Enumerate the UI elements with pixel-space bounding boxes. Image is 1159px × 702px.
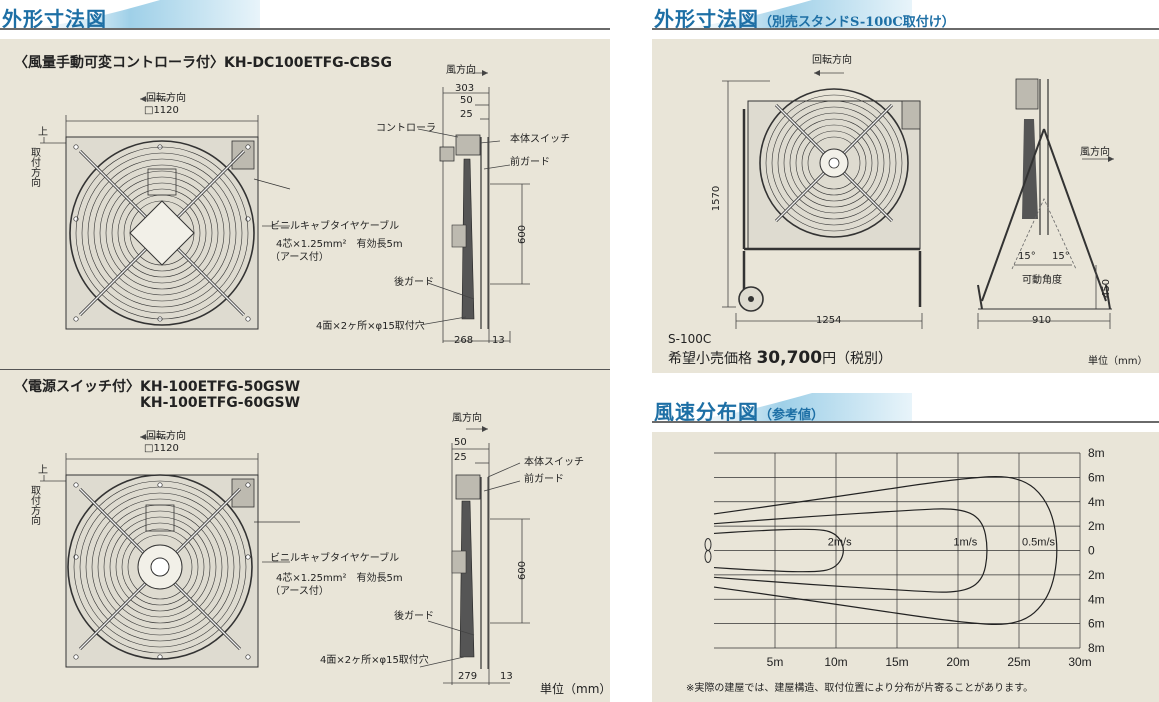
y-tick-label: 0 xyxy=(1088,544,1095,558)
s2-dim-279: 279 xyxy=(458,671,478,682)
s2-cable-spec: 4芯×1.25mm² 有効長5m xyxy=(276,573,403,584)
chart-note: ※実際の建屋では、建屋構造、取付位置により分布が片寄ることがあります。 xyxy=(686,683,1034,694)
y-tick-label: 8m xyxy=(1088,641,1105,655)
stand-width-dim: 1254 xyxy=(816,315,842,326)
cable-spec: 4芯×1.25mm² 有効長5m xyxy=(276,239,403,250)
section2-up-label: 上 xyxy=(38,465,48,476)
s2-dim-13: 13 xyxy=(500,671,513,682)
x-tick-label: 10m xyxy=(824,655,847,669)
cable-label: ビニルキャブタイヤケーブル xyxy=(270,221,400,232)
stand-angle-1: 15° xyxy=(1018,251,1036,262)
s2-dim-50: 50 xyxy=(454,437,467,448)
wind-distribution-chart: 8m 6m 4m 2m 0 2m 4m 6m 8m 5m 10m 15m 20m 25m 30m 2m/s 1m… xyxy=(704,446,1105,669)
series-label: 2m/s xyxy=(828,537,852,549)
stand-angle-2: 15° xyxy=(1052,251,1070,262)
stand-rotation-label: 回転方向 xyxy=(812,55,852,66)
stand-model: S-100C xyxy=(668,332,712,346)
right-bottom-header: 風速分布図（参考値） xyxy=(652,393,1159,424)
y-tick-label: 2m xyxy=(1088,568,1105,582)
section1-up-label: 上 xyxy=(38,127,48,138)
series-2-contour xyxy=(713,475,1058,626)
stand-height-dim: 1570 xyxy=(711,185,723,212)
holes-label: 4面×2ヶ所×φ15取付穴 xyxy=(316,321,425,332)
y-tick-label: 4m xyxy=(1088,592,1105,606)
y-tick-label: 6m xyxy=(1088,470,1105,484)
right-top-panel: 回転方向 1570 風方向 15° 15° 可動角度 450 1254 910 … xyxy=(652,39,1159,373)
s2-switch-label: 本体スイッチ xyxy=(524,457,584,468)
left-header-title: 外形寸法図 xyxy=(2,7,107,31)
header-swoosh xyxy=(652,0,912,30)
left-panel: 〈風量手動可変コントローラ付〉KH-DC100ETFG-CBSG xyxy=(0,39,612,702)
stand-angle-label: 可動角度 xyxy=(1022,275,1062,286)
stand-drawing xyxy=(722,70,1114,329)
x-tick-label: 25m xyxy=(1007,655,1030,669)
controller-label: コントローラ xyxy=(376,123,436,134)
series-0-contour xyxy=(713,528,844,573)
x-tick-label: 5m xyxy=(767,655,784,669)
s2-cable-label: ビニルキャブタイヤケーブル xyxy=(270,553,400,564)
s2-dim-25: 25 xyxy=(454,452,467,463)
switch-label: 本体スイッチ xyxy=(510,134,570,145)
dim-13: 13 xyxy=(492,335,505,346)
right-bottom-header-title: 風速分布図（参考値） xyxy=(654,400,825,424)
header-swoosh xyxy=(652,393,912,423)
dim-268: 268 xyxy=(454,335,474,346)
dim-50: 50 xyxy=(460,95,473,106)
section2-title-line2: KH-100ETFG-60GSW xyxy=(140,395,301,411)
section2-rotation-label: 回転方向 xyxy=(146,431,186,442)
section2-title-line1: 〈電源スイッチ付〉KH-100ETFG-50GSW xyxy=(14,379,301,395)
stand-unit-label: 単位（mm） xyxy=(1088,356,1148,367)
section2-mount-dir: 取付 方向 xyxy=(31,486,41,527)
earth-label: （アース付） xyxy=(270,252,329,263)
left-header: 外形寸法図 xyxy=(0,0,610,31)
fan-blade-icon xyxy=(704,538,712,551)
section1-title: 〈風量手動可変コントローラ付〉KH-DC100ETFG-CBSG xyxy=(14,55,392,71)
section2-width-label: □1120 xyxy=(144,443,179,454)
y-tick-label: 6m xyxy=(1088,617,1105,631)
section1-width-label: □1120 xyxy=(144,105,179,116)
section1-rotation-label: 回転方向 xyxy=(146,93,186,104)
stand-price: 希望小売価格 30,700円（税別） xyxy=(668,348,893,368)
section1-wind-dir: 風方向 xyxy=(446,65,476,76)
section2-drawing xyxy=(40,426,530,685)
right-top-header-title: 外形寸法図（別売スタンドS-100C取付け） xyxy=(654,7,955,31)
s2-dim-600: 600 xyxy=(517,560,529,581)
section1-drawing xyxy=(40,70,530,343)
front-guard-label: 前ガード xyxy=(510,157,550,168)
section-divider xyxy=(0,369,610,370)
x-tick-label: 30m xyxy=(1068,655,1091,669)
series-1-contour xyxy=(713,508,988,593)
fan-blade-icon xyxy=(704,550,712,563)
s2-front-guard-label: 前ガード xyxy=(524,474,564,485)
stand-depth-dim: 910 xyxy=(1032,315,1052,326)
stand-450-dim: 450 xyxy=(1101,278,1113,299)
y-tick-label: 4m xyxy=(1088,495,1105,509)
s2-earth-label: （アース付） xyxy=(270,586,329,597)
series-label: 1m/s xyxy=(953,537,977,549)
y-tick-label: 8m xyxy=(1088,446,1105,460)
right-top-header: 外形寸法図（別売スタンドS-100C取付け） xyxy=(652,0,1159,31)
x-tick-label: 20m xyxy=(946,655,969,669)
section1-mount-dir: 取付 方向 xyxy=(31,148,41,189)
dim-25: 25 xyxy=(460,109,473,120)
stand-wind-dir: 風方向 xyxy=(1080,147,1110,158)
right-bottom-panel: 8m 6m 4m 2m 0 2m 4m 6m 8m 5m 10m 15m 20m 25m 30m 2m/s 1m… xyxy=(652,432,1159,702)
section2-wind-dir: 風方向 xyxy=(452,413,482,424)
rear-guard-label: 後ガード xyxy=(394,277,434,288)
y-tick-label: 2m xyxy=(1088,519,1105,533)
left-unit-label: 単位（mm） xyxy=(540,682,612,696)
dim-303: 303 xyxy=(455,83,475,94)
header-swoosh xyxy=(0,0,260,30)
series-label: 0.5m/s xyxy=(1022,537,1056,549)
s2-holes-label: 4面×2ヶ所×φ15取付穴 xyxy=(320,655,429,666)
s2-rear-guard-label: 後ガード xyxy=(394,611,434,622)
x-tick-label: 15m xyxy=(885,655,908,669)
